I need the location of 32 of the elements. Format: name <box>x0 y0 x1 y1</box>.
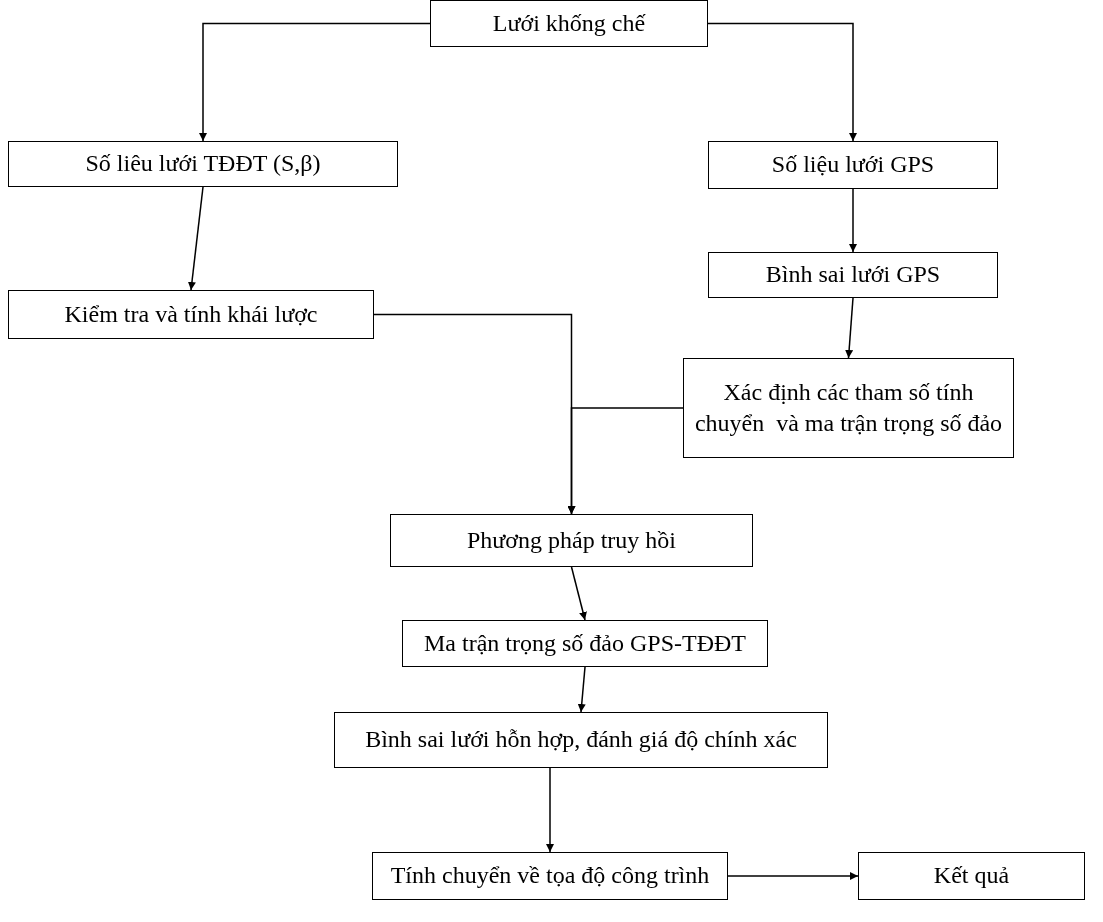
box-label: Xác định các tham số tính chuyển và ma trận trọng số đảo <box>693 377 1004 438</box>
process-box <box>8 141 398 187</box>
box-label: Bình sai lưới GPS <box>765 260 941 290</box>
arrow <box>845 297 854 359</box>
box-label: Kết quả <box>933 861 1010 891</box>
process-box <box>390 514 753 567</box>
box-label: Phương pháp truy hồi <box>467 525 676 555</box>
process-box <box>858 852 1085 900</box>
box-label: Tính chuyển về tọa độ công trình <box>390 861 710 891</box>
process-box <box>683 358 1014 458</box>
box-label: Lưới khống chế <box>492 8 646 38</box>
process-box <box>430 0 708 47</box>
box-label: Kiểm tra và tính khái lược <box>64 299 318 329</box>
arrow <box>849 188 857 253</box>
arrow <box>199 22 431 142</box>
process-box <box>8 290 374 339</box>
arrow <box>570 566 587 621</box>
arrow <box>546 767 554 853</box>
box-label: Số liệu lưới GPS <box>771 150 935 180</box>
arrow <box>577 666 586 713</box>
process-box <box>334 712 828 768</box>
arrow <box>727 872 859 880</box>
box-label: Bình sai lưới hỗn hợp, đánh giá độ chính xác <box>365 725 797 755</box>
process-box <box>708 252 998 298</box>
process-box <box>708 141 998 189</box>
arrow <box>187 186 204 291</box>
box-label: Ma trận trọng số đảo GPS-TĐĐT <box>424 628 746 658</box>
box-label: Số liêu lưới TĐĐT (S,β) <box>85 149 321 179</box>
arrow <box>707 22 857 142</box>
process-box <box>402 620 768 667</box>
process-box <box>372 852 728 900</box>
arrow <box>567 407 684 515</box>
